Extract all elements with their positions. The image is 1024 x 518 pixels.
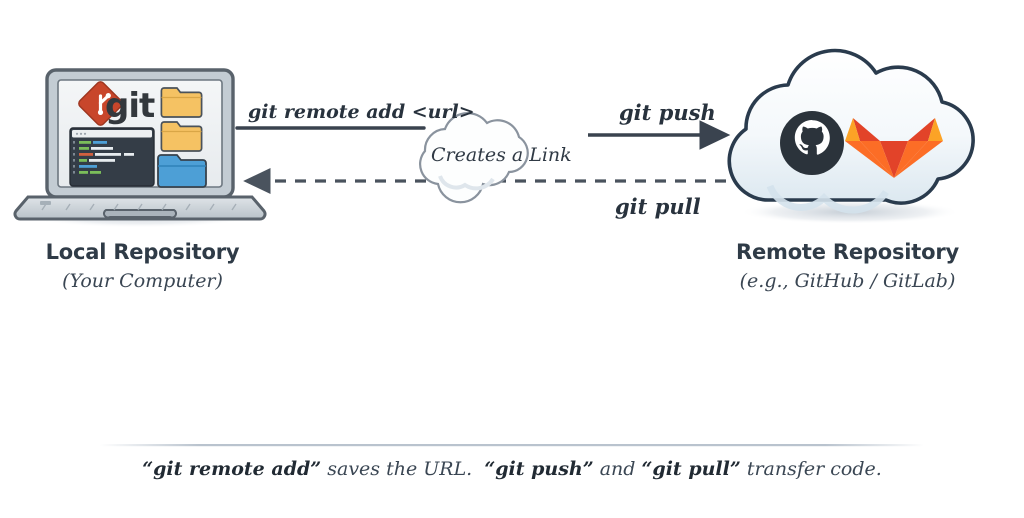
github-octocat-icon [780,111,844,175]
caption-quote-remote-add: “git remote add” [142,458,322,480]
code-editor-icon [69,127,155,187]
caption-text-2: and [593,458,642,480]
remote-repo-subtitle: (e.g., GitHub / GitLab) [739,270,956,292]
gitlab-tanuki-icon [845,118,943,178]
folder-icon-yellow-1 [160,87,203,118]
caption-text-1: saves the URL. [321,458,485,480]
laptop-icon [13,68,267,228]
small-cloud-icon [419,112,529,204]
laptop-keyboard-lines [41,203,237,211]
laptop-trackpad-notch [103,209,177,219]
connector-label-git-push: git push [619,100,716,125]
folder-icon-yellow-2 [160,121,203,152]
remote-repo-title: Remote Repository [736,240,959,264]
caption-quote-pull: “git pull” [641,458,741,480]
caption-divider [100,444,924,447]
git-diamond-icon [78,81,123,126]
connector-label-remote-add: git remote add <url> [248,101,475,123]
local-repo-subtitle: (Your Computer) [62,270,223,292]
connector-label-git-pull: git pull [615,194,701,219]
caption-quote-push: “git push” [484,458,594,480]
caption: “git remote add” saves the URL. “git pus… [0,458,1024,480]
local-repo-title: Local Repository [45,240,240,264]
caption-text-3: transfer code. [740,458,882,480]
cloud-icon [727,48,975,224]
folder-icon-blue [157,154,207,188]
link-bubble-label: Creates a Link [431,144,572,166]
git-wordmark: git [105,86,155,126]
